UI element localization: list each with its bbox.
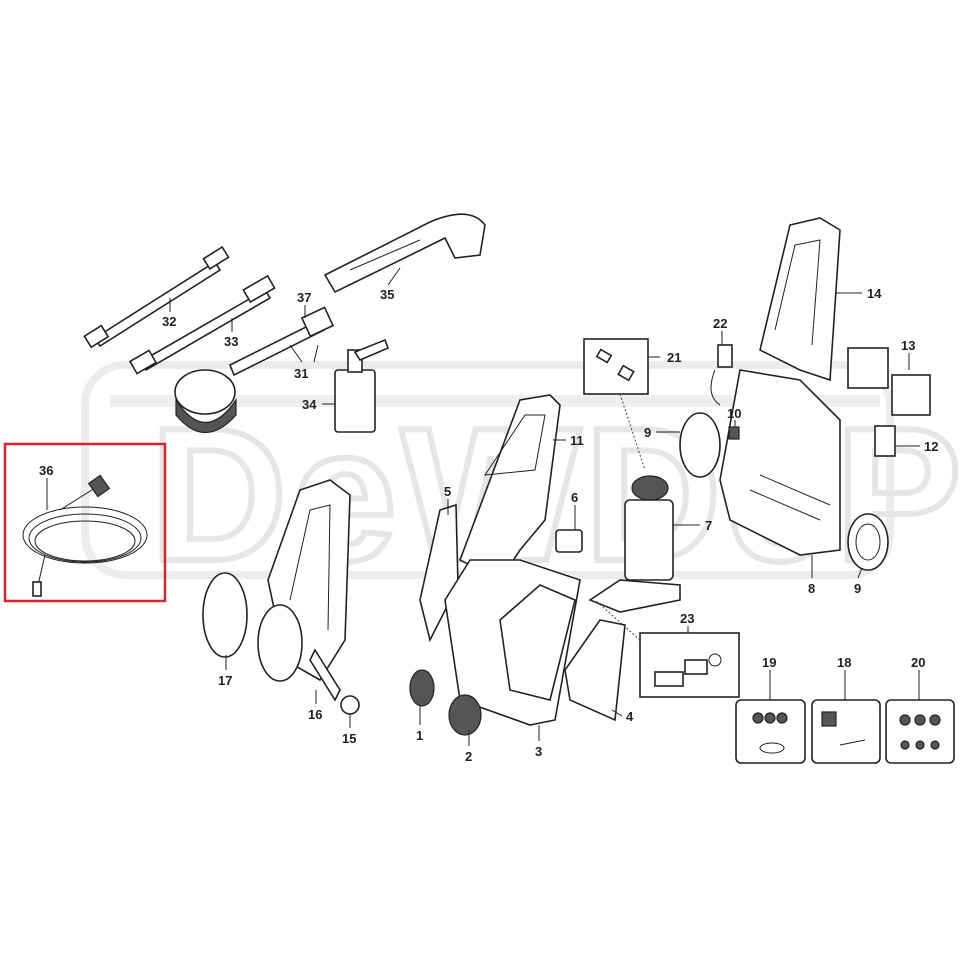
callout-15: 15 xyxy=(342,731,356,746)
part-13-holder[interactable] xyxy=(847,347,931,416)
part-23-adapter-box[interactable] xyxy=(594,599,740,698)
part-36-hose[interactable] xyxy=(22,474,148,597)
part-19-nozzle-kit[interactable] xyxy=(735,699,806,764)
callout-6: 6 xyxy=(571,490,578,505)
callout-14: 14 xyxy=(867,286,882,301)
part-17-hose-reel-frame[interactable] xyxy=(202,479,360,715)
part-31-brush[interactable] xyxy=(174,306,335,434)
callout-labels: 32 33 37 31 35 34 36 5 11 6 7 21 22 14 1… xyxy=(39,286,938,764)
callout-32: 32 xyxy=(162,314,176,329)
callout-19: 19 xyxy=(762,655,776,670)
part-10-clip[interactable] xyxy=(728,426,740,440)
part-14-rear-housing[interactable] xyxy=(759,217,841,382)
part-1-grille[interactable] xyxy=(409,669,435,707)
callout-9a: 9 xyxy=(644,425,651,440)
part-22-cable[interactable] xyxy=(710,344,733,406)
callout-4: 4 xyxy=(626,709,634,724)
part-4-side-cover[interactable] xyxy=(564,619,626,722)
callout-13: 13 xyxy=(901,338,915,353)
callout-3: 3 xyxy=(535,744,542,759)
part-21-capacitor-box[interactable] xyxy=(583,338,649,471)
part-32-lance[interactable] xyxy=(83,245,230,349)
part-6-switch[interactable] xyxy=(555,529,583,553)
callout-36: 36 xyxy=(39,463,53,478)
part-3-front-housing[interactable] xyxy=(444,559,581,726)
callout-20: 20 xyxy=(911,655,925,670)
callout-2: 2 xyxy=(465,749,472,764)
part-5-cover[interactable] xyxy=(419,503,459,643)
callout-5: 5 xyxy=(444,484,451,499)
callout-33: 33 xyxy=(224,334,238,349)
callout-7: 7 xyxy=(705,518,712,533)
part-34-detergent-bottle[interactable] xyxy=(334,338,390,433)
part-7-motor-pump[interactable] xyxy=(588,475,681,613)
part-2-grille[interactable] xyxy=(448,694,482,736)
part-9-wheel[interactable] xyxy=(679,412,889,571)
callout-9b: 9 xyxy=(854,581,861,596)
callout-23: 23 xyxy=(680,611,694,626)
callout-18: 18 xyxy=(837,655,851,670)
part-12-holder[interactable] xyxy=(874,425,896,457)
callout-22: 22 xyxy=(713,316,727,331)
part-18-adapter-kit[interactable] xyxy=(811,699,881,764)
callout-11: 11 xyxy=(570,433,584,448)
callout-10: 10 xyxy=(727,406,741,421)
callout-21: 21 xyxy=(667,350,681,365)
leader-lines xyxy=(46,267,920,746)
part-8-base-frame[interactable] xyxy=(719,369,841,556)
part-35-trigger-gun[interactable] xyxy=(323,213,486,294)
callout-31: 31 xyxy=(294,366,308,381)
highlight-box-part-36 xyxy=(3,442,167,603)
callout-12: 12 xyxy=(924,439,938,454)
callout-8: 8 xyxy=(808,581,815,596)
callout-16: 16 xyxy=(308,707,322,722)
part-20-nozzle-kit[interactable] xyxy=(885,699,955,764)
callout-34: 34 xyxy=(302,397,317,412)
callout-37: 37 xyxy=(297,290,311,305)
callout-35: 35 xyxy=(380,287,394,302)
part-33-lance[interactable] xyxy=(128,274,276,375)
callout-1: 1 xyxy=(416,728,423,743)
callout-17: 17 xyxy=(218,673,232,688)
